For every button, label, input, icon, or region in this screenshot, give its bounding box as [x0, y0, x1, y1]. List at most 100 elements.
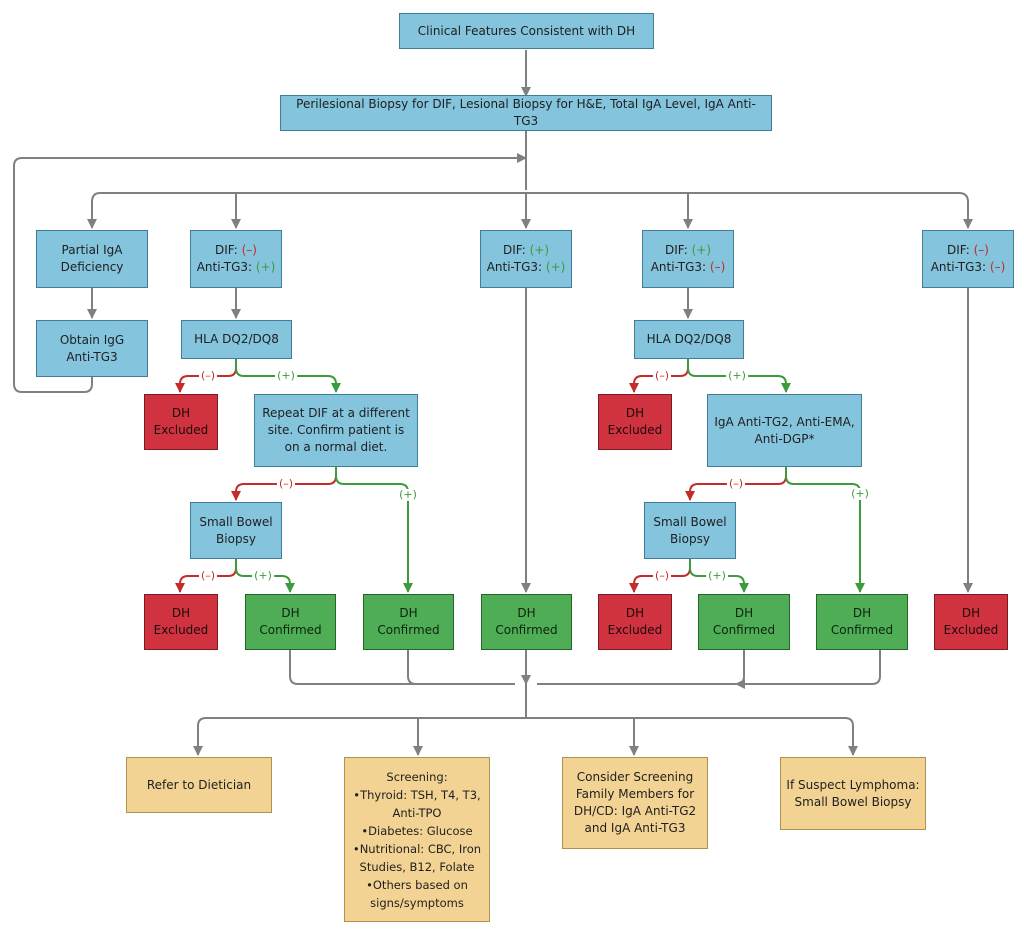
small-bowel-line: Small Bowel [199, 514, 273, 529]
dh-confirmed-line: DH [734, 606, 754, 620]
partial-iga-line: Partial IgA [61, 243, 123, 257]
screening-line: signs/symptoms [370, 895, 464, 910]
obtain-igg-line: Obtain IgG [59, 332, 125, 347]
positive-sign: (+) [691, 243, 712, 257]
dh-excluded-node: DH Excluded [144, 394, 218, 450]
edge-label-pos: (+) [726, 369, 748, 382]
iga-antibody-panel-node: IgA Anti-TG2, Anti-EMA, Anti-DGP* [707, 394, 862, 467]
antitg3-prefix: Anti-TG3: [930, 260, 987, 274]
lymphoma-line: Small Bowel Biopsy [794, 794, 912, 809]
edge-label-neg: (–) [276, 477, 296, 490]
dh-excluded-line: Excluded [153, 423, 209, 437]
dh-excluded-node: DH Excluded [934, 594, 1008, 650]
edge-label-neg: (–) [198, 369, 218, 382]
screening-line: Studies, B12, Folate [359, 859, 475, 874]
edge-label-pos: (+) [706, 569, 728, 582]
dif-result: DIF: (+) [651, 242, 726, 259]
repeat-dif-line: site. Confirm patient is [267, 423, 405, 437]
hla-label: HLA DQ2/DQ8 [194, 332, 279, 346]
iga-panel-line: IgA Anti-TG2, Anti-EMA, [714, 414, 855, 429]
negative-sign: (–) [709, 260, 726, 274]
dh-confirmed-node: DH Confirmed [816, 594, 908, 650]
edge-branch-bar [91, 192, 969, 228]
dh-excluded-line: Excluded [153, 623, 209, 637]
small-bowel-biopsy-right-node: Small Bowel Biopsy [644, 502, 736, 559]
screening-line: •Diabetes: Glucose [361, 823, 473, 838]
clinical-features-node: Clinical Features Consistent with DH [399, 13, 654, 49]
refer-dietician-label: Refer to Dietician [146, 777, 252, 792]
dif-neg-tg3-neg-node: DIF: (–) Anti-TG3: (–) [922, 230, 1014, 288]
dh-excluded-node: DH Excluded [144, 594, 218, 650]
antitg3-result: Anti-TG3: (–) [931, 259, 1006, 276]
positive-sign: (+) [545, 260, 566, 274]
repeat-dif-line: on a normal diet. [284, 440, 388, 454]
edge-label-neg: (–) [198, 569, 218, 582]
positive-sign: (+) [529, 243, 550, 257]
antitg3-result: Anti-TG3: (+) [197, 259, 276, 276]
dh-confirmed-node: DH Confirmed [481, 594, 572, 650]
dh-excluded-node: DH Excluded [598, 594, 672, 650]
screening-line: Screening: [386, 769, 448, 784]
dh-confirmed-node: DH Confirmed [363, 594, 454, 650]
family-screening-line: Consider Screening [576, 770, 694, 784]
dif-result: DIF: (–) [197, 242, 276, 259]
dh-confirmed-line: Confirmed [377, 623, 440, 637]
family-screening-node: Consider Screening Family Members for DH… [562, 757, 708, 849]
screening-line: •Thyroid: TSH, T4, T3, [353, 787, 481, 802]
dh-confirmed-line: Confirmed [830, 623, 894, 637]
hla-right-node: HLA DQ2/DQ8 [634, 320, 744, 359]
positive-sign: (+) [255, 260, 276, 274]
edge-mgmt-bar [197, 717, 854, 755]
dh-confirmed-node: DH Confirmed [698, 594, 790, 650]
dh-confirmed-line: Confirmed [259, 623, 322, 637]
clinical-features-label: Clinical Features Consistent with DH [417, 23, 636, 38]
dh-confirmed-line: DH [517, 606, 536, 620]
antitg3-result: Anti-TG3: (–) [651, 259, 726, 276]
dh-excluded-node: DH Excluded [598, 394, 672, 450]
small-bowel-line: Biopsy [670, 531, 710, 546]
edge-label-neg: (–) [652, 369, 672, 382]
edge-merge-right [537, 650, 881, 684]
dh-excluded-line: DH [961, 606, 981, 620]
dif-pos-tg3-neg-node: DIF: (+) Anti-TG3: (–) [642, 230, 734, 288]
edge-label-pos: (+) [275, 369, 297, 382]
small-bowel-line: Biopsy [216, 531, 256, 546]
antitg3-prefix: Anti-TG3: [196, 260, 253, 274]
refer-dietician-node: Refer to Dietician [126, 757, 272, 813]
dh-confirmed-line: DH [852, 606, 872, 620]
antitg3-prefix: Anti-TG3: [486, 260, 543, 274]
dh-excluded-line: Excluded [607, 423, 663, 437]
screening-line: Anti-TPO [392, 805, 442, 820]
partial-iga-deficiency-node: Partial IgA Deficiency [36, 230, 148, 288]
repeat-dif-node: Repeat DIF at a different site. Confirm … [254, 394, 418, 467]
edge-panel-pos [785, 467, 865, 593]
hla-label: HLA DQ2/DQ8 [646, 332, 732, 346]
initial-biopsy-label: Perilesional Biopsy for DIF, Lesional Bi… [296, 97, 756, 128]
negative-sign: (–) [989, 260, 1006, 274]
dif-prefix: DIF: [664, 243, 688, 257]
dif-prefix: DIF: [215, 243, 238, 257]
iga-panel-line: Anti-DGP* [754, 431, 815, 446]
edge-label-neg: (–) [726, 477, 746, 490]
family-screening-line: and IgA Anti-TG3 [584, 821, 686, 835]
dh-excluded-line: DH [171, 406, 191, 420]
antitg3-result: Anti-TG3: (+) [487, 259, 566, 276]
edge-loop-back [13, 153, 527, 393]
screening-line: •Others based on [366, 877, 468, 892]
screening-line: •Nutritional: CBC, Iron [352, 841, 482, 856]
dif-neg-tg3-pos-node: DIF: (–) Anti-TG3: (+) [190, 230, 282, 288]
obtain-igg-node: Obtain IgG Anti-TG3 [36, 320, 148, 377]
small-bowel-biopsy-left-node: Small Bowel Biopsy [190, 502, 282, 559]
dif-prefix: DIF: [502, 243, 526, 257]
dh-confirmed-node: DH Confirmed [245, 594, 336, 650]
negative-sign: (–) [241, 243, 257, 257]
dh-excluded-line: Excluded [943, 623, 999, 637]
lymphoma-line: If Suspect Lymphoma: [786, 777, 920, 792]
edge-label-pos: (+) [397, 488, 419, 501]
small-bowel-line: Small Bowel [653, 514, 727, 529]
partial-iga-line: Deficiency [60, 260, 124, 274]
dh-excluded-line: Excluded [607, 623, 663, 637]
antitg3-prefix: Anti-TG3: [650, 260, 707, 274]
negative-sign: (–) [973, 243, 989, 257]
dh-confirmed-line: Confirmed [712, 623, 776, 637]
